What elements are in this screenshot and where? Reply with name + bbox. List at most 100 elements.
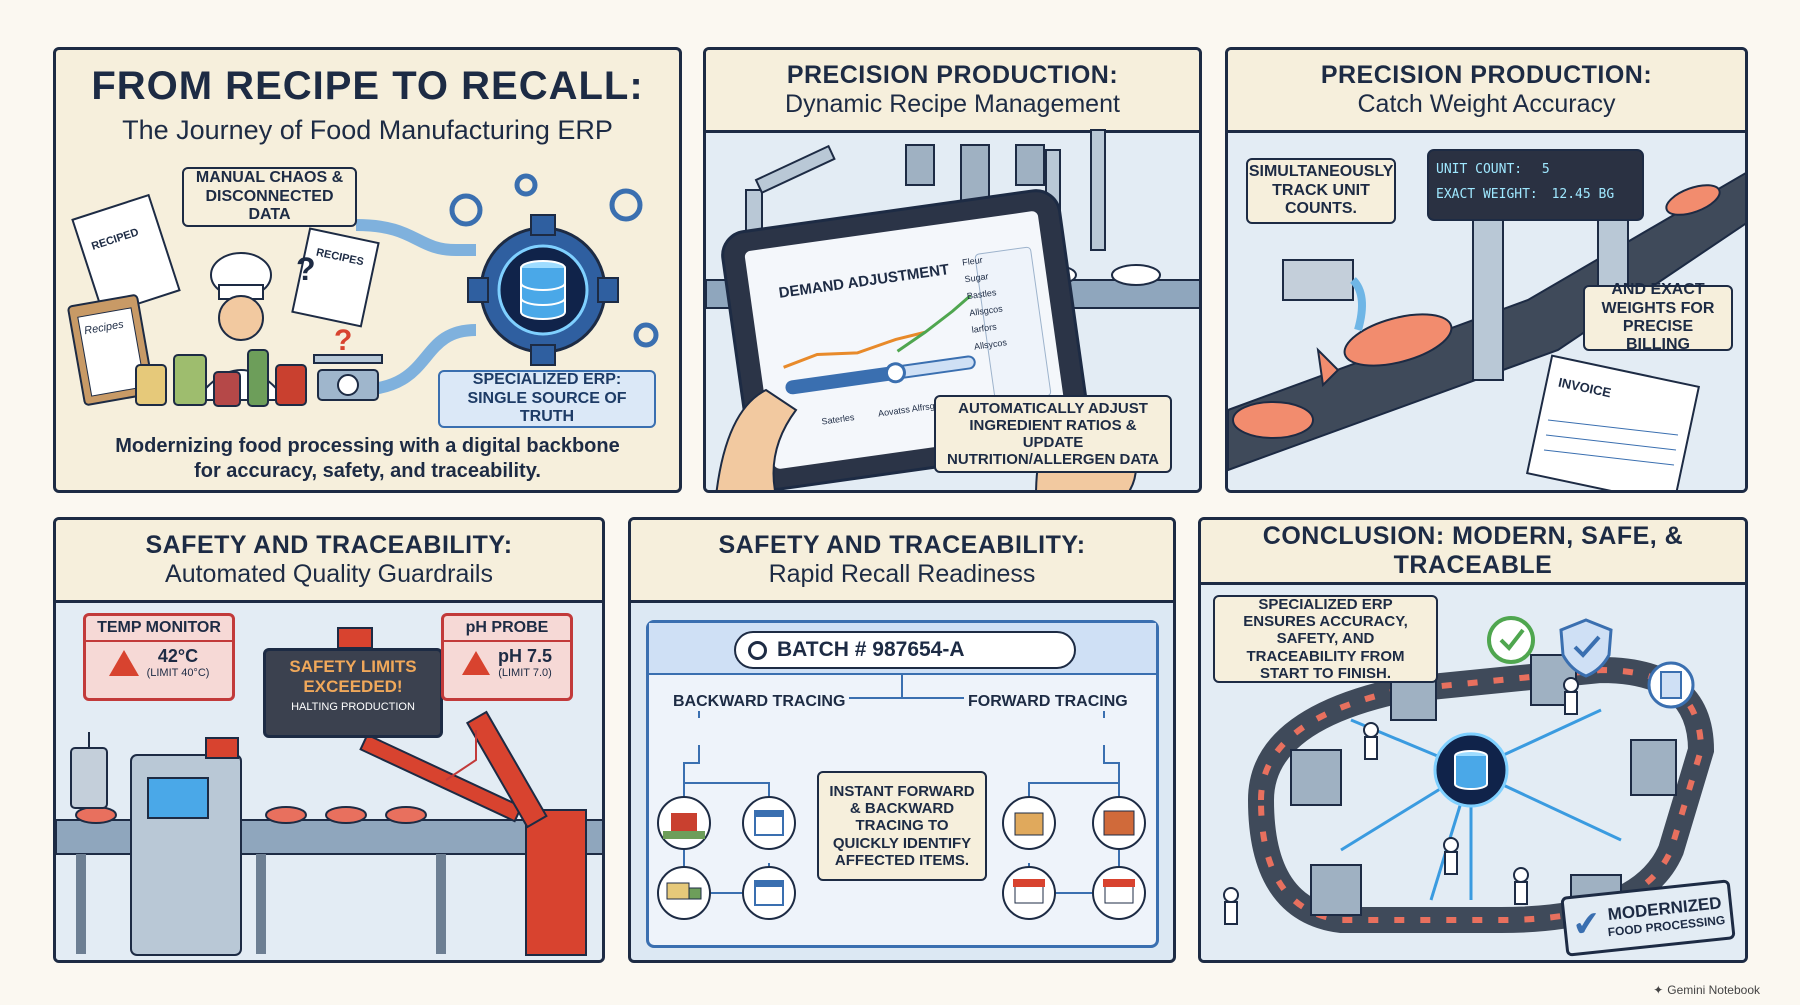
panel5-title-line1: SAFETY AND TRACEABILITY: xyxy=(718,531,1086,559)
panel3-illustration xyxy=(1228,133,1745,490)
callout-adjust-ratios: AUTOMATICALLY ADJUST INGREDIENT RATIOS &… xyxy=(934,395,1172,473)
data-pipe-top xyxy=(355,219,476,256)
forward-tracing-label: FORWARD TRACING xyxy=(964,693,1132,711)
callout-instant-tracing: INSTANT FORWARD & BACKWARD TRACING TO QU… xyxy=(817,771,987,881)
panel1-title-line2: The Journey of Food Manufacturing ERP xyxy=(122,115,613,145)
clipboard-icon: Recipes xyxy=(67,294,155,406)
exact-weight-label: EXACT WEIGHT: xyxy=(1436,186,1538,202)
workers xyxy=(1223,677,1579,925)
panel3-title-line1: PRECISION PRODUCTION: xyxy=(1320,61,1653,89)
panel1-subtitle: Modernizing food processing with a digit… xyxy=(56,434,679,484)
alert-line2: EXCEEDED! xyxy=(303,677,403,696)
unit-count-label: UNIT COUNT: xyxy=(1436,162,1523,177)
temp-monitor: TEMP MONITOR 42°C (LIMIT 40°C) xyxy=(83,613,235,701)
alert-line1: SAFETY LIMITS xyxy=(289,657,417,676)
callout-erp-ensures: SPECIALIZED ERP ENSURES ACCURACY, SAFETY… xyxy=(1213,595,1438,683)
kitchen-scale-icon xyxy=(313,354,383,401)
panel1-title: FROM RECIPE TO RECALL: The Journey of Fo… xyxy=(56,64,679,146)
legs xyxy=(76,854,446,954)
shield-icon xyxy=(1559,618,1613,678)
footer-brand: ✦ Gemini Notebook xyxy=(1653,983,1760,997)
panel-recall-readiness: SAFETY AND TRACEABILITY: Rapid Recall Re… xyxy=(628,517,1176,963)
panel3-title-line2: Catch Weight Accuracy xyxy=(1357,90,1616,118)
calendar-icon xyxy=(742,796,796,850)
panel1-illustration: RECIPED RECIPES Recipes ? ? xyxy=(67,173,659,407)
panel4-illustration xyxy=(56,603,602,960)
trace-tree xyxy=(657,673,1146,920)
panel1-subtitle-line1: Modernizing food processing with a digit… xyxy=(115,435,620,457)
ph-probe: pH PROBE pH 7.5 (LIMIT 7.0) xyxy=(441,613,573,701)
calendar-icon xyxy=(742,866,796,920)
callout-unit-counts: SIMULTANEOUSLY TRACK UNIT COUNTS. xyxy=(1246,158,1396,224)
trace-window: BATCH # 987654-A BACKWARD TRACING FORWAR… xyxy=(646,620,1159,948)
panel2-header: PRECISION PRODUCTION: Dynamic Recipe Man… xyxy=(706,50,1199,133)
callout-exact-weights: AND EXACT WEIGHTS FOR PRECISE BILLING xyxy=(1583,281,1733,353)
loop-conveyor xyxy=(1247,656,1715,933)
svg-text:?: ? xyxy=(334,324,352,357)
farm-icon xyxy=(657,796,711,850)
search-icon xyxy=(748,640,767,660)
checkmark-icon: ✔ xyxy=(1570,904,1603,945)
panel1-subtitle-line2: for accuracy, safety, and traceability. xyxy=(194,460,541,482)
store-icon xyxy=(1092,866,1146,920)
scale-display: UNIT COUNT: 5 EXACT WEIGHT: 12.45 BG xyxy=(1436,158,1636,207)
meat-pieces xyxy=(75,806,427,824)
panel4-title-line1: SAFETY AND TRACEABILITY: xyxy=(145,531,513,559)
robot-arm-icon xyxy=(465,710,587,956)
panel5-title-line2: Rapid Recall Readiness xyxy=(768,560,1036,588)
data-pipe-bottom xyxy=(355,324,477,396)
panel6-header: CONCLUSION: MODERN, SAFE, & TRACEABLE xyxy=(1201,520,1745,585)
safety-barrier xyxy=(359,733,523,823)
unit-count-value: 5 xyxy=(1541,162,1550,177)
panel-dynamic-recipe: PRECISION PRODUCTION: Dynamic Recipe Man… xyxy=(703,47,1202,493)
store-icon xyxy=(1002,866,1056,920)
ingredient-jars xyxy=(135,349,307,407)
hand-left xyxy=(715,388,798,490)
invoice-paper xyxy=(1525,354,1701,490)
warning-icon xyxy=(461,650,490,675)
dispensers xyxy=(905,144,1045,206)
water-nozzle xyxy=(1282,259,1366,332)
callout-manual-chaos: MANUAL CHAOS & DISCONNECTED DATA xyxy=(182,167,357,227)
panel-catch-weight: PRECISION PRODUCTION: Catch Weight Accur… xyxy=(1225,47,1748,493)
panel-conclusion: CONCLUSION: MODERN, SAFE, & TRACEABLE xyxy=(1198,517,1748,963)
safety-alert-screen: SAFETY LIMITS EXCEEDED! HALTING PRODUCTI… xyxy=(263,648,443,738)
small-gear-icons xyxy=(449,173,659,348)
search-value: BATCH # 987654-A xyxy=(777,638,965,661)
database-icon xyxy=(1433,732,1509,808)
backward-tracing-label: BACKWARD TRACING xyxy=(669,693,850,711)
panel-quality-guardrails: SAFETY AND TRACEABILITY: Automated Quali… xyxy=(53,517,605,963)
temp-monitor-label: TEMP MONITOR xyxy=(86,616,232,642)
database-icon xyxy=(520,260,566,320)
panel-recipe-to-recall: FROM RECIPE TO RECALL: The Journey of Fo… xyxy=(53,47,682,493)
panel1-title-line1: FROM RECIPE TO RECALL: xyxy=(91,64,644,108)
alert-line3: HALTING PRODUCTION xyxy=(291,701,415,713)
check-badge-icon xyxy=(1487,616,1535,664)
ph-probe-label: pH PROBE xyxy=(444,616,570,642)
warning-icon xyxy=(108,649,139,676)
panel5-header: SAFETY AND TRACEABILITY: Rapid Recall Re… xyxy=(631,520,1173,603)
panel4-title-line2: Automated Quality Guardrails xyxy=(165,560,493,588)
fish-icon xyxy=(1232,184,1721,439)
panel2-title-line1: PRECISION PRODUCTION: xyxy=(786,61,1119,89)
demand-chart xyxy=(783,246,1052,404)
ph-value: pH 7.5 xyxy=(497,646,553,666)
svg-text:?: ? xyxy=(296,251,316,287)
footer-brand-text: Gemini Notebook xyxy=(1667,983,1760,997)
recipe-paper-left: RECIPED xyxy=(71,193,181,317)
panel4-header: SAFETY AND TRACEABILITY: Automated Quali… xyxy=(56,520,602,603)
delivery-truck-icon xyxy=(657,866,711,920)
panel2-title-line2: Dynamic Recipe Management xyxy=(785,90,1120,118)
temp-limit: (LIMIT 40°C) xyxy=(146,667,210,679)
batch-search[interactable]: BATCH # 987654-A xyxy=(734,631,1076,669)
box-icon xyxy=(1002,796,1056,850)
callout-single-source: SPECIALIZED ERP: SINGLE SOURCE OF TRUTH xyxy=(438,370,656,428)
panel3-header: PRECISION PRODUCTION: Catch Weight Accur… xyxy=(1228,50,1745,133)
recipe-paper-right: RECIPES xyxy=(291,227,380,328)
warehouse-icon xyxy=(1092,796,1146,850)
temp-value: 42°C xyxy=(157,646,199,666)
temp-probe xyxy=(70,747,108,809)
ph-limit: (LIMIT 7.0) xyxy=(498,667,552,679)
alarm-light-icon xyxy=(205,627,373,759)
checklist-icon xyxy=(1647,661,1695,709)
